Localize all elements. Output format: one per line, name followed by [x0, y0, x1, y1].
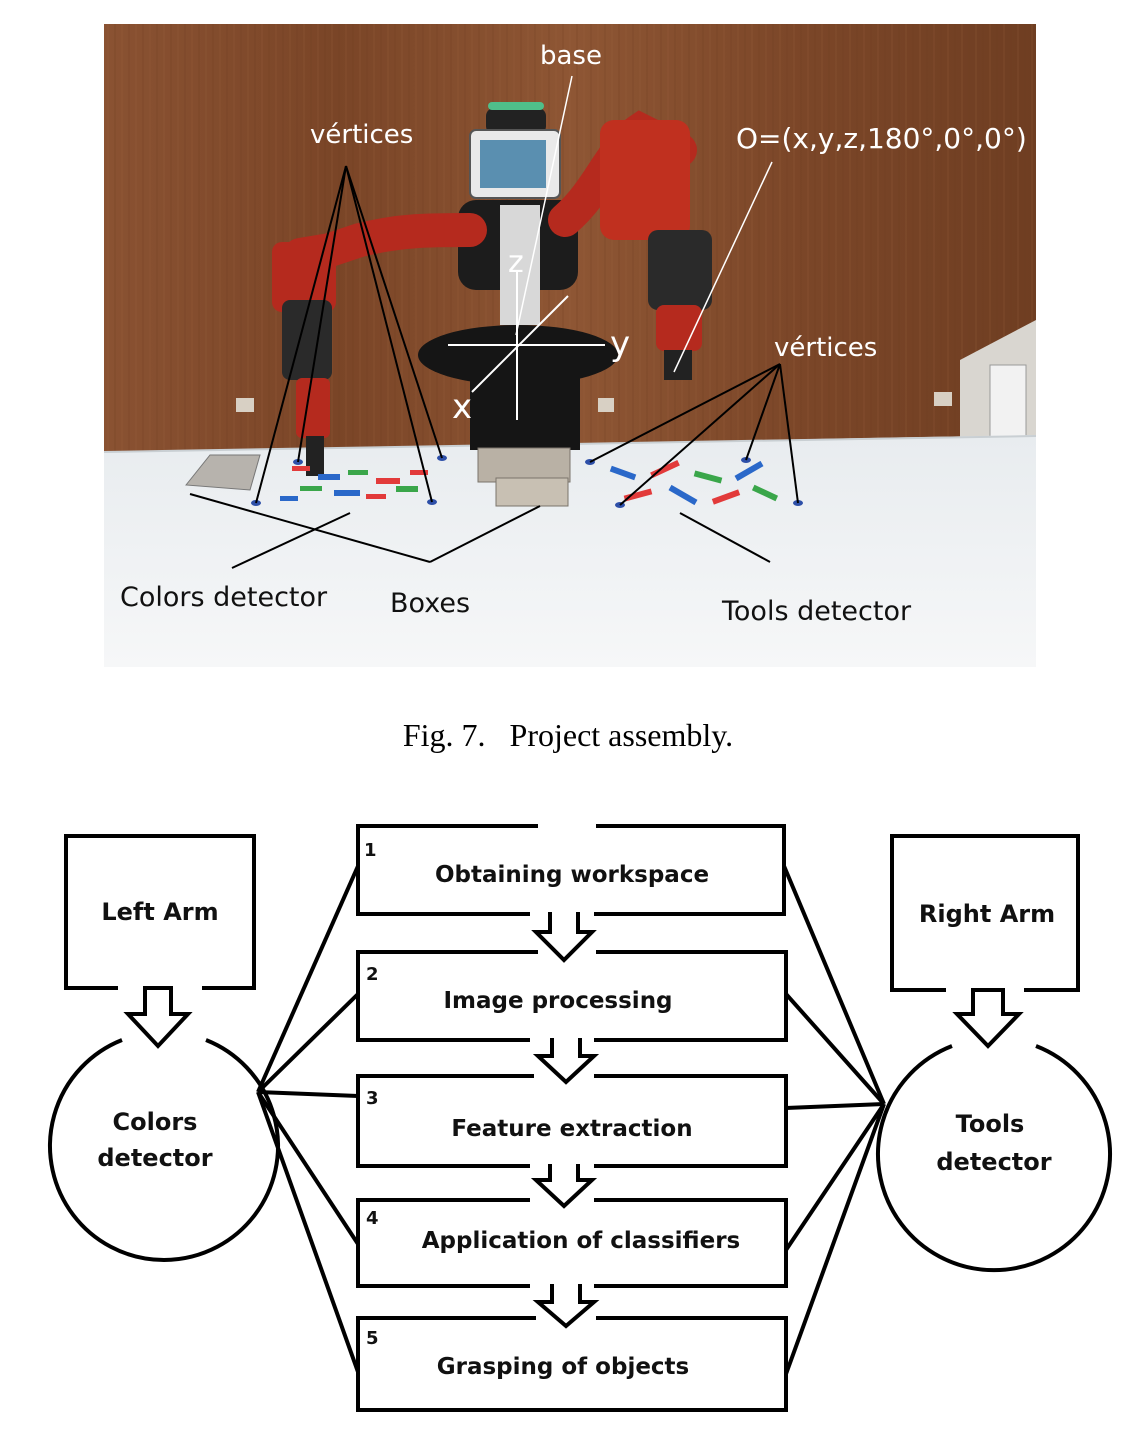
step-label-4: Application of classifiers	[422, 1228, 741, 1254]
right-arm-box	[890, 834, 1080, 992]
step-number-3: 3	[366, 1088, 379, 1109]
step-number-5: 5	[366, 1328, 379, 1349]
label-axis-z: z	[508, 245, 524, 280]
step-arrow-1	[531, 912, 597, 963]
label-origin: O=(x,y,z,180°,0°,0°)	[736, 122, 1027, 155]
label-boxes: Boxes	[390, 588, 470, 619]
white-pointer-lines	[515, 75, 773, 373]
left-arm-box	[64, 834, 256, 990]
right-arm-arrow	[952, 988, 1024, 1049]
step-arrow-2	[532, 1038, 600, 1085]
figure-caption: Fig. 7. Project assembly.	[403, 717, 733, 753]
tools-objects	[609, 459, 779, 506]
right-connectors	[782, 865, 886, 1375]
label-base: base	[540, 41, 602, 71]
right-arm-label: Right Arm	[919, 900, 1055, 928]
label-vertices-left: vértices	[310, 120, 413, 150]
tools-detector-label-1: Tools	[956, 1110, 1025, 1138]
label-axis-y: y	[610, 324, 630, 364]
process-diagram	[48, 824, 1112, 1412]
step-number-2: 2	[366, 964, 379, 985]
black-pointer-lines	[189, 165, 799, 569]
label-colors-detector: Colors detector	[120, 582, 328, 613]
left-arm-arrow	[123, 986, 193, 1049]
tools-detector-circle	[876, 1044, 1112, 1273]
left-connectors	[256, 865, 360, 1373]
tools-detector-label-2: detector	[936, 1148, 1051, 1176]
left-arm-label: Left Arm	[101, 898, 218, 926]
step-label-5: Grasping of objects	[437, 1354, 690, 1380]
project-assembly-photo: base vértices O=(x,y,z,180°,0°,0°) z y x…	[103, 24, 1037, 667]
label-axis-x: x	[452, 387, 472, 427]
step-box-3	[356, 1074, 788, 1168]
label-tools-detector: Tools detector	[721, 596, 912, 627]
coordinate-axes	[448, 272, 605, 420]
colors-detector-label-1: Colors	[113, 1108, 198, 1136]
step-box-5	[356, 1316, 788, 1412]
step-number-4: 4	[366, 1208, 379, 1229]
step-number-1: 1	[364, 840, 377, 861]
step-label-1: Obtaining workspace	[435, 862, 709, 888]
label-vertices-right: vértices	[774, 333, 877, 363]
step-arrow-3	[530, 1164, 598, 1209]
step-label-2: Image processing	[443, 988, 672, 1014]
colors-objects	[280, 466, 428, 501]
colors-detector-label-2: detector	[97, 1144, 212, 1172]
step-label-3: Feature extraction	[451, 1116, 692, 1142]
step-arrow-4	[532, 1284, 600, 1329]
